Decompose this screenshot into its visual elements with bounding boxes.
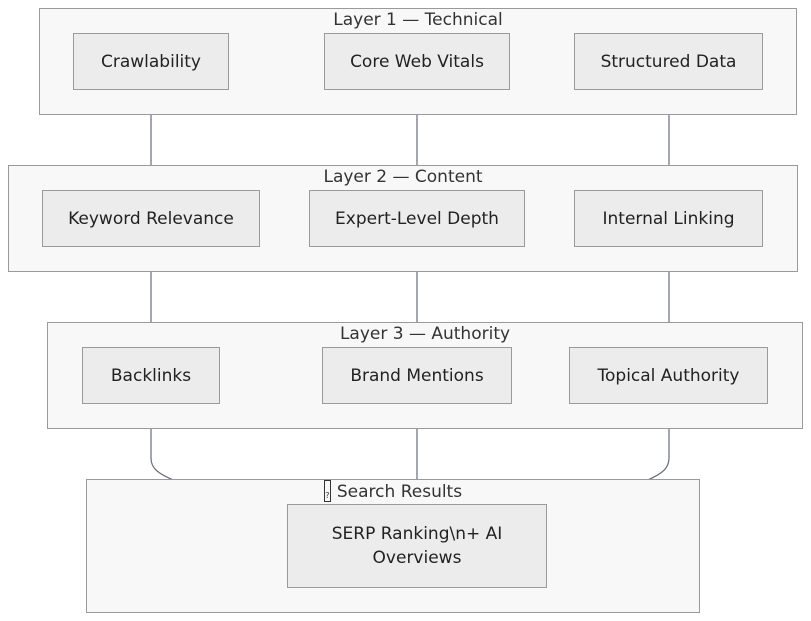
node-serp-ranking-line2: Overviews [372,548,462,568]
group-title-authority: Layer 3 — Authority [339,324,511,344]
node-serp-ranking-line1: SERP Ranking\n+ AI [331,524,503,544]
node-internal-linking[interactable]: Internal Linking [574,190,763,247]
node-structured-data[interactable]: Structured Data [574,33,763,90]
node-expert-level-depth[interactable]: Expert-Level Depth [309,190,525,247]
node-crawlability[interactable]: Crawlability [73,33,229,90]
node-backlinks[interactable]: Backlinks [82,347,220,404]
node-brand-mentions[interactable]: Brand Mentions [322,347,512,404]
node-topical-authority[interactable]: Topical Authority [569,347,768,404]
group-title-content: Layer 2 — Content [323,167,483,187]
group-title-search-results: ?Search Results [87,480,699,503]
missing-glyph-icon: ? [323,480,331,502]
node-keyword-relevance[interactable]: Keyword Relevance [42,190,260,247]
group-title-search-results-text: Search Results [336,482,463,502]
group-title-technical: Layer 1 — Technical [333,10,503,30]
node-core-web-vitals[interactable]: Core Web Vitals [324,33,510,90]
node-serp-ranking[interactable]: SERP Ranking\n+ AI Overviews [287,504,547,588]
